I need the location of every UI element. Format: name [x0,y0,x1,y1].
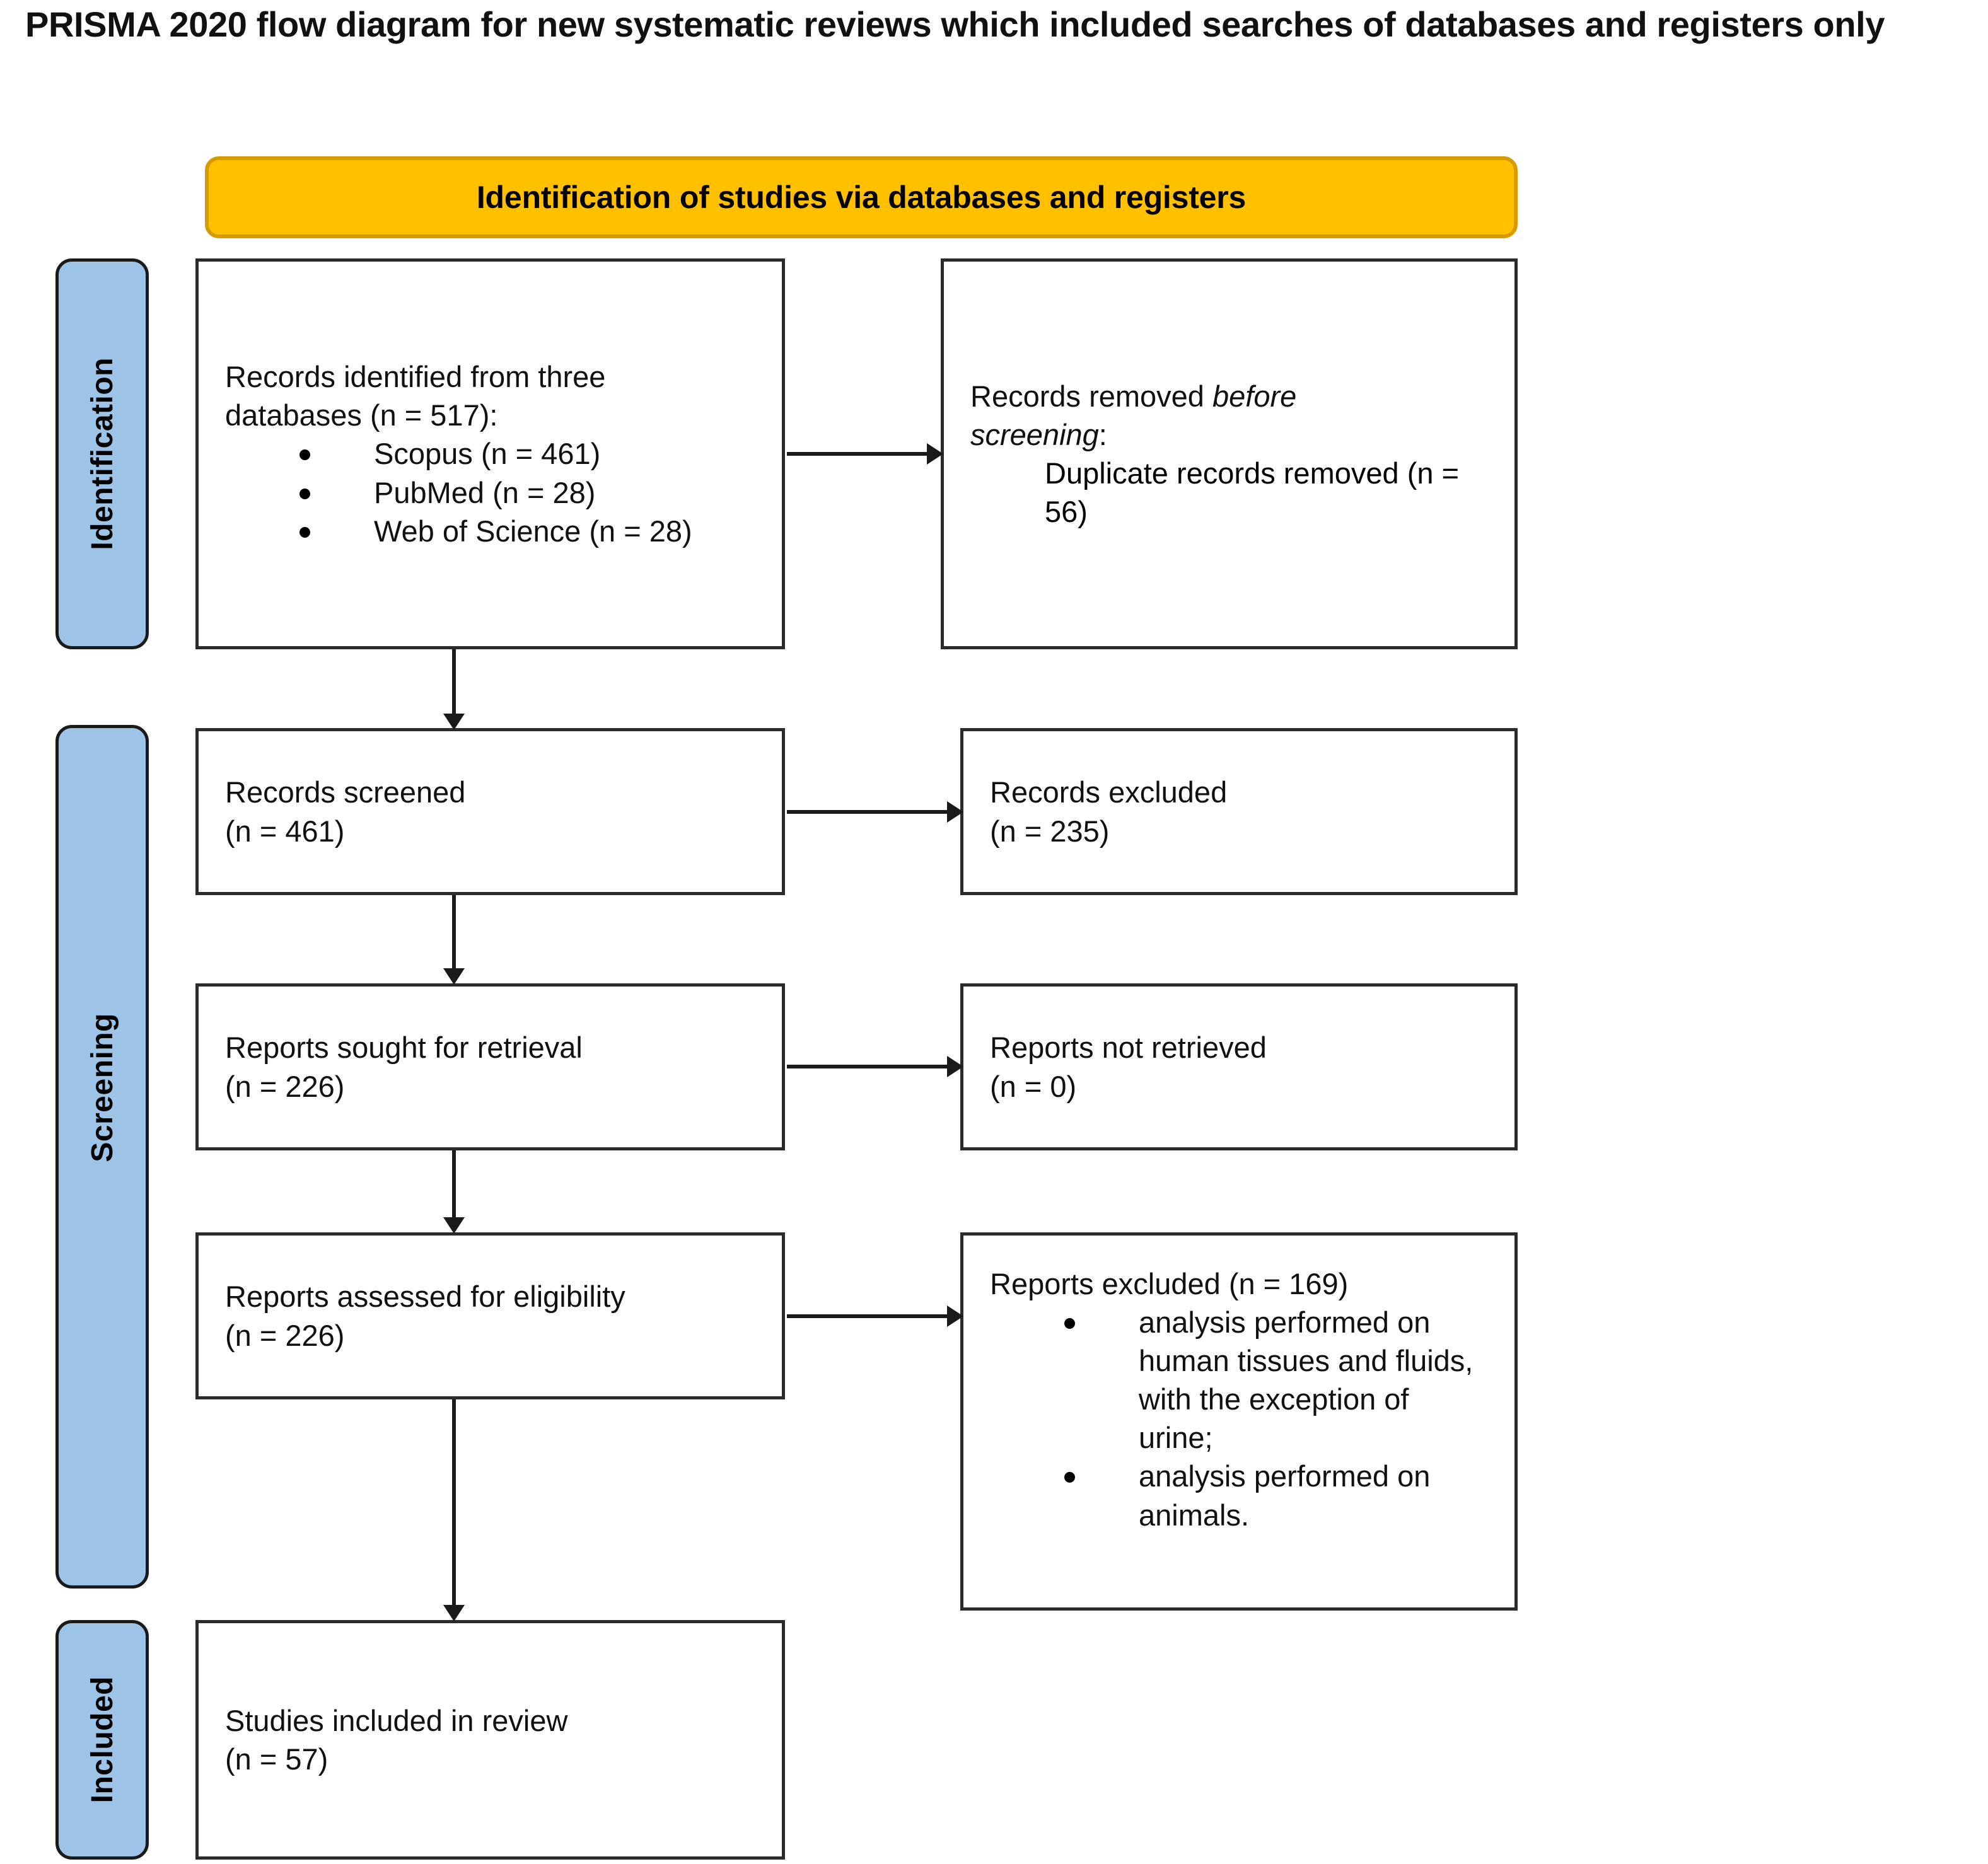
stage-label-identification: Identification [85,357,119,550]
records-screened-count: (n = 461) [225,814,345,848]
reports-excluded-reason-list: analysis performed on human tissues and … [990,1303,1488,1534]
stage-bar-identification: Identification [55,258,149,649]
records-removed-heading-italic2: screening [970,417,1099,451]
arrow-shaft [452,895,456,971]
records-excluded-label: Records excluded [990,775,1228,809]
arrow-head [947,1056,963,1077]
box-reports-sought-for-retrieval: Reports sought for retrieval (n = 226) [195,983,785,1150]
records-removed-heading-italic: before [1212,379,1297,413]
arrow-head [927,443,943,465]
identification-banner: Identification of studies via databases … [205,156,1518,238]
reports-assessed-count: (n = 226) [225,1318,345,1352]
arrow-down-icon-assessed-to-included [441,1399,467,1621]
arrow-right-icon-assessed-to-excluded [787,1304,963,1329]
list-item: Web of Science (n = 28) [299,512,755,550]
records-identified-line2: databases (n = 517): [225,398,498,432]
studies-included-count: (n = 57) [225,1742,328,1776]
reports-sought-count: (n = 226) [225,1069,345,1103]
arrow-down-icon-screened-to-sought [441,895,467,985]
identification-banner-label: Identification of studies via databases … [476,180,1247,215]
reports-not-retrieved-label: Reports not retrieved [990,1031,1267,1065]
arrow-head [443,1605,465,1621]
arrow-shaft [452,1150,456,1220]
list-item: analysis performed on human tissues and … [1064,1303,1488,1457]
reports-assessed-label: Reports assessed for eligibility [225,1280,625,1314]
records-identified-line1: Records identified from three [225,360,606,394]
reports-excluded-heading: Reports excluded (n = 169) [990,1267,1349,1300]
arrow-down-icon-sought-to-assessed [441,1150,467,1234]
arrow-head [443,968,465,985]
box-records-screened: Records screened (n = 461) [195,728,785,895]
arrow-shaft [787,1065,950,1068]
records-excluded-count: (n = 235) [990,814,1110,848]
records-removed-heading-plain: Records removed [970,379,1212,413]
box-records-excluded: Records excluded (n = 235) [960,728,1518,895]
reports-sought-label: Reports sought for retrieval [225,1031,583,1065]
stage-bar-included: Included [55,1620,149,1860]
page-title: PRISMA 2020 flow diagram for new systema… [25,4,1885,44]
arrow-shaft [787,810,950,814]
stage-label-screening: Screening [85,1012,119,1162]
stage-bar-screening: Screening [55,725,149,1589]
box-records-identified: Records identified from three databases … [195,258,785,649]
arrow-head [443,714,465,730]
stage-label-included: Included [85,1676,119,1803]
list-item: PubMed (n = 28) [299,473,755,512]
arrow-shaft [452,1399,456,1607]
records-removed-heading-line2: screening: [970,415,1488,454]
records-removed-heading: Records removed before [970,377,1488,415]
box-reports-assessed-for-eligibility: Reports assessed for eligibility (n = 22… [195,1232,785,1399]
records-screened-label: Records screened [225,775,466,809]
reports-not-retrieved-count: (n = 0) [990,1069,1077,1103]
records-removed-colon: : [1098,417,1107,451]
arrow-right-icon-sought-to-not-retrieved [787,1054,963,1079]
arrow-head [947,801,963,823]
records-removed-detail: Duplicate records removed (n = 56) [1045,456,1459,529]
arrow-head [443,1217,465,1234]
box-records-removed-before-screening: Records removed before screening: Duplic… [941,258,1518,649]
box-studies-included-in-review: Studies included in review (n = 57) [195,1620,785,1860]
list-item: Scopus (n = 461) [299,434,755,473]
arrow-shaft [452,649,456,716]
arrow-head [947,1305,963,1327]
box-reports-excluded: Reports excluded (n = 169) analysis perf… [960,1232,1518,1611]
arrow-right-icon-screened-to-excluded [787,799,963,825]
arrow-shaft [787,1314,950,1318]
arrow-right-icon-identified-to-removed [787,441,943,466]
arrow-shaft [787,452,929,456]
box-reports-not-retrieved: Reports not retrieved (n = 0) [960,983,1518,1150]
arrow-down-icon-identified-to-screened [441,649,467,730]
list-item: analysis performed on animals. [1064,1457,1488,1534]
studies-included-label: Studies included in review [225,1703,568,1737]
records-identified-source-list: Scopus (n = 461) PubMed (n = 28) Web of … [225,434,755,550]
